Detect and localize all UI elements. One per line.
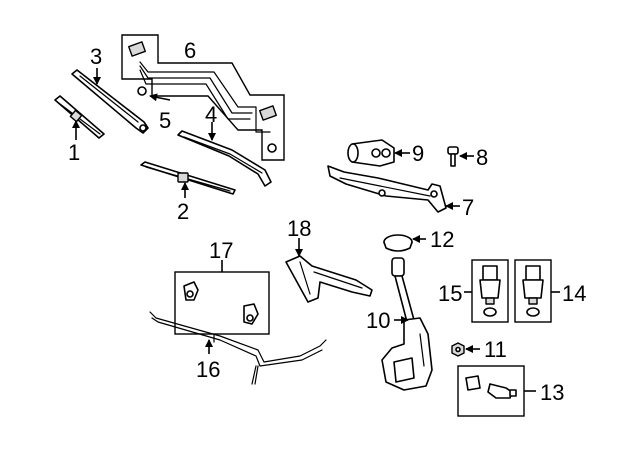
washer-pump-part-14 xyxy=(514,259,552,323)
callout-14: 14 xyxy=(562,281,586,306)
leader-5 xyxy=(149,93,171,102)
wiper-arm-part-3 xyxy=(71,69,149,134)
callout-6: 6 xyxy=(184,38,196,63)
callout-12: 12 xyxy=(430,227,454,252)
callout-18: 18 xyxy=(287,216,311,241)
washer-hose-part-16 xyxy=(149,311,327,385)
callout-11: 11 xyxy=(484,337,507,362)
wiper-blade-part-2 xyxy=(140,161,236,195)
callout-10: 10 xyxy=(366,308,390,333)
callout-4: 4 xyxy=(205,102,217,127)
bolt-part-8 xyxy=(447,146,459,167)
wiper-motor-part-9 xyxy=(347,139,395,167)
callout-16: 16 xyxy=(196,357,220,382)
nut-part-11 xyxy=(451,342,465,357)
linkage-box-part-6 xyxy=(121,34,285,161)
callout-2: 2 xyxy=(177,199,189,224)
clip-kit-part-17 xyxy=(174,271,270,335)
washer-pump-part-15 xyxy=(471,259,509,323)
callout-1: 1 xyxy=(68,140,80,165)
wiper-blade-part-1 xyxy=(54,95,105,139)
wiper-arm-part-4 xyxy=(177,130,272,187)
callout-5: 5 xyxy=(159,108,171,133)
callout-15: 15 xyxy=(438,281,462,306)
reservoir-cap-part-12 xyxy=(383,234,413,252)
washer-pump-kit-part-13 xyxy=(457,365,525,417)
linkage-frame-part-7 xyxy=(327,165,447,213)
bracket-part-18 xyxy=(285,255,373,303)
callout-9: 9 xyxy=(412,141,424,166)
callout-17: 17 xyxy=(209,238,233,263)
callout-3: 3 xyxy=(90,44,102,69)
callout-8: 8 xyxy=(476,145,488,170)
callout-7: 7 xyxy=(462,195,474,220)
callout-13: 13 xyxy=(540,380,564,405)
washer-reservoir-part-10 xyxy=(381,257,433,391)
